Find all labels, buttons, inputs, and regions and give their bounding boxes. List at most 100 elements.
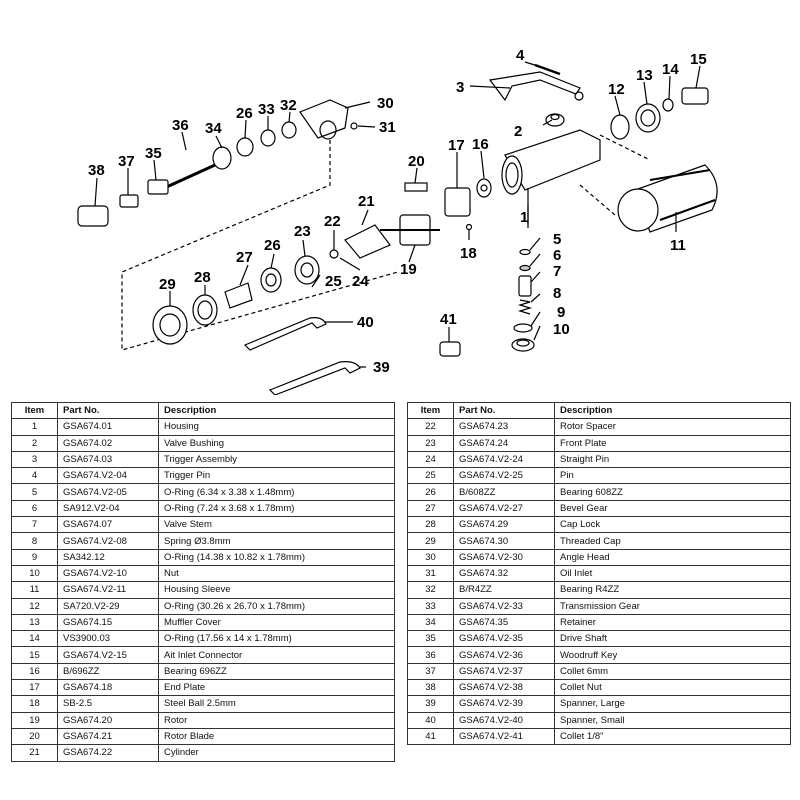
cell-item: 30: [407, 548, 454, 566]
cell-part-no: GSA674.V2-05: [57, 483, 159, 501]
callout-18: 18: [460, 245, 477, 262]
cell-item: 21: [11, 744, 58, 762]
cell-description: O-Ring (7.24 x 3.68 x 1.78mm): [158, 499, 395, 518]
cell-item: 16: [11, 662, 58, 681]
cell-item: 20: [11, 727, 58, 746]
cell-description: Housing: [158, 418, 395, 436]
cell-part-no: GSA674.V2-41: [453, 727, 555, 746]
cell-description: Cap Lock: [554, 516, 791, 534]
cell-part-no: GSA674.02: [57, 434, 159, 452]
cell-description: Spring Ø3.8mm: [158, 532, 395, 550]
cell-item: 31: [407, 564, 454, 583]
cell-description: Ait Inlet Connector: [158, 646, 395, 664]
header-item: Item: [11, 401, 58, 420]
cell-part-no: B/608ZZ: [453, 483, 555, 501]
callout-40: 40: [357, 314, 374, 331]
cell-part-no: GSA674.V2-38: [453, 679, 555, 697]
cell-description: Retainer: [554, 613, 791, 632]
callout-labels: 1 2 3 4 5 6 7 8 9 10 11 12 13 14 15 16 1…: [88, 47, 707, 376]
cell-part-no: GSA674.35: [453, 613, 555, 632]
cell-description: Trigger Assembly: [158, 450, 395, 469]
cell-description: O-Ring (30.26 x 26.70 x 1.78mm): [158, 597, 395, 615]
cell-description: Steel Ball 2.5mm: [158, 695, 395, 713]
cell-part-no: GSA674.V2-04: [57, 467, 159, 485]
cell-description: Drive Shaft: [554, 630, 791, 648]
inlet-parts: [610, 87, 709, 140]
header-description: Description: [158, 401, 395, 420]
callout-10: 10: [553, 321, 570, 338]
header-part-no: Part No.: [57, 401, 159, 420]
cell-item: 37: [407, 662, 454, 681]
cell-part-no: VS3900.03: [57, 630, 159, 648]
leader-lines: [94, 61, 701, 368]
cell-description: Pin: [554, 467, 791, 485]
callout-28: 28: [194, 269, 211, 286]
cell-item: 26: [407, 483, 454, 501]
callout-7: 7: [553, 263, 561, 280]
cell-item: 19: [11, 711, 58, 729]
callout-36: 36: [172, 117, 189, 134]
callout-26-front: 26: [264, 237, 281, 254]
callout-11: 11: [670, 237, 686, 254]
cell-item: 23: [407, 434, 454, 452]
valve-bushing-part: [545, 113, 565, 127]
front-plate-parts: [224, 249, 339, 309]
callout-38: 38: [88, 162, 105, 179]
valve-stack-parts: [511, 248, 535, 352]
cell-description: O-Ring (17.56 x 14 x 1.78mm): [158, 630, 395, 648]
cell-part-no: GSA674.20: [57, 711, 159, 729]
cell-part-no: GSA674.V2-24: [453, 450, 555, 469]
cell-description: End Plate: [158, 679, 395, 697]
cell-part-no: GSA674.V2-11: [57, 581, 159, 599]
trigger-pin-part: [534, 63, 561, 76]
cell-item: 1: [11, 418, 58, 436]
cell-part-no: GSA674.V2-25: [453, 467, 555, 485]
header-description: Description: [554, 401, 791, 420]
callout-17: 17: [448, 137, 465, 154]
callout-37: 37: [118, 153, 135, 170]
cell-item: 18: [11, 695, 58, 713]
callout-33: 33: [258, 101, 275, 118]
cell-description: Collet 6mm: [554, 662, 791, 681]
drive-shaft-parts: [77, 121, 297, 227]
spanner-large-part: [268, 361, 361, 395]
cell-item: 27: [407, 499, 454, 518]
cell-item: 11: [11, 581, 58, 599]
cell-description: Rotor: [158, 711, 395, 729]
cell-item: 39: [407, 695, 454, 713]
cell-item: 34: [407, 613, 454, 632]
cell-item: 33: [407, 597, 454, 615]
cell-part-no: GSA674.22: [57, 744, 159, 762]
cell-description: Straight Pin: [554, 450, 791, 469]
cell-item: 3: [11, 450, 58, 469]
spanner-small-part: [243, 317, 327, 351]
callout-23: 23: [294, 223, 311, 240]
cell-description: Rotor Spacer: [554, 418, 791, 436]
cell-part-no: GSA674.V2-37: [453, 662, 555, 681]
trigger-assembly-part: [488, 71, 584, 102]
cell-part-no: GSA674.V2-15: [57, 646, 159, 664]
cell-part-no: GSA674.21: [57, 727, 159, 746]
cell-item: 12: [11, 597, 58, 615]
motor-parts: [344, 178, 492, 259]
cell-part-no: GSA674.23: [453, 418, 555, 436]
collet-part: [439, 341, 461, 357]
callout-21: 21: [358, 193, 375, 210]
callout-29: 29: [159, 276, 176, 293]
cell-part-no: GSA674.24: [453, 434, 555, 452]
cell-description: Bearing R4ZZ: [554, 581, 791, 599]
cell-part-no: GSA674.30: [453, 532, 555, 550]
callout-27: 27: [236, 249, 253, 266]
cell-part-no: GSA674.V2-30: [453, 548, 555, 566]
